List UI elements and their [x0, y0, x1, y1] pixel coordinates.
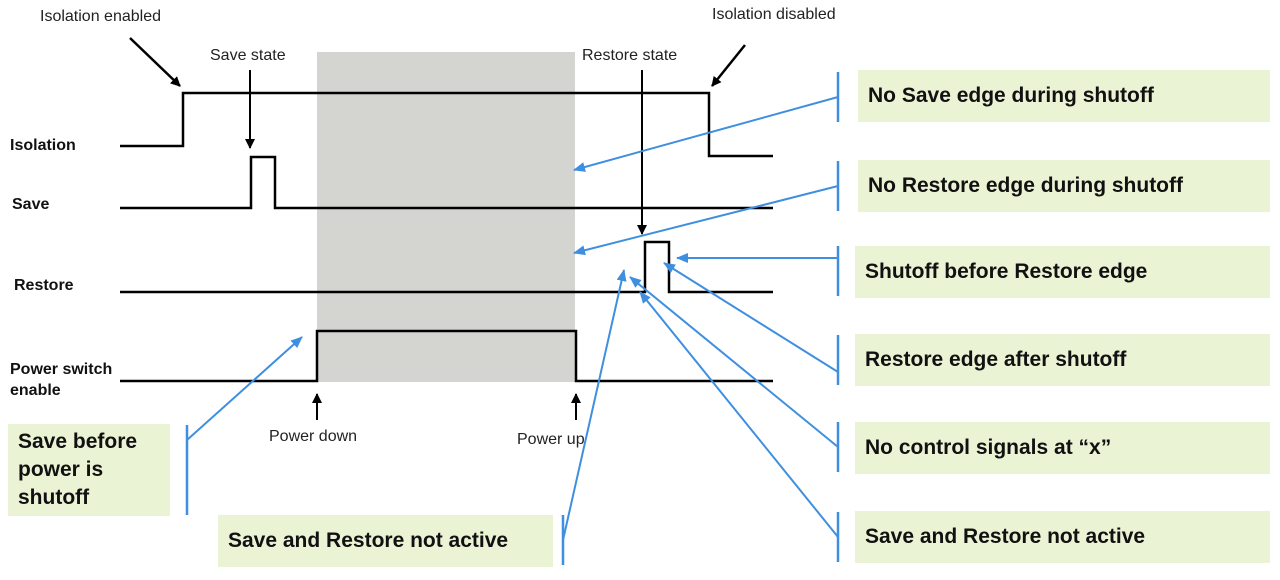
signal-label-restore: Restore [14, 277, 74, 294]
signal-label-power-switch: Power switch [10, 361, 113, 378]
restore-waveform [120, 240, 773, 294]
save-waveform [120, 155, 773, 210]
signal-label-enable: enable [10, 382, 61, 399]
no-control-signals-arrow [629, 276, 839, 448]
callout-save-before-line2: power is [18, 458, 104, 481]
save-before-shutoff-arrow [186, 336, 303, 441]
callout-no-save-edge: No Save edge during shutoff [858, 70, 1270, 122]
no-save-edge-arrow [573, 96, 839, 172]
power-up-label: Power up [517, 431, 585, 448]
power-switch-enable-waveform [120, 329, 773, 383]
callout-save-before-line1: Save before [18, 430, 138, 453]
callout-save-restore-not-active-right: Save and Restore not active [855, 511, 1270, 563]
callout-no-control-signals: No control signals at “x” [855, 422, 1270, 474]
shutoff-region [317, 52, 575, 382]
callout-restore-after-shutoff: Restore edge after shutoff [855, 334, 1270, 386]
power-down-label: Power down [269, 428, 358, 445]
signal-label-save: Save [12, 196, 50, 213]
isolation-enabled-arrow [129, 37, 181, 87]
signal-label-isolation: Isolation [10, 137, 76, 154]
save-restore-not-active-bottom-arrow [562, 269, 627, 541]
isolation-disabled-label: Isolation disabled [712, 6, 836, 23]
save-restore-not-active-right-arrow [639, 291, 839, 538]
restore-after-shutoff-arrow [663, 262, 839, 373]
callout-save-before-line3: shutoff [18, 486, 90, 509]
save-state-label: Save state [210, 47, 286, 64]
restore-state-label: Restore state [582, 47, 678, 64]
isolation-enabled-label: Isolation enabled [40, 8, 161, 25]
callout-shutoff-before-restore: Shutoff before Restore edge [855, 246, 1270, 298]
callout-no-restore-edge: No Restore edge during shutoff [858, 160, 1270, 212]
callout-save-restore-not-active-bottom: Save and Restore not active [218, 515, 553, 567]
isolation-waveform [120, 91, 773, 158]
no-restore-edge-arrow [573, 185, 839, 256]
callout-arrows [186, 96, 839, 541]
isolation-disabled-arrow [711, 44, 746, 87]
callout-save-before-shutoff: Save before power is shutoff [8, 424, 170, 516]
